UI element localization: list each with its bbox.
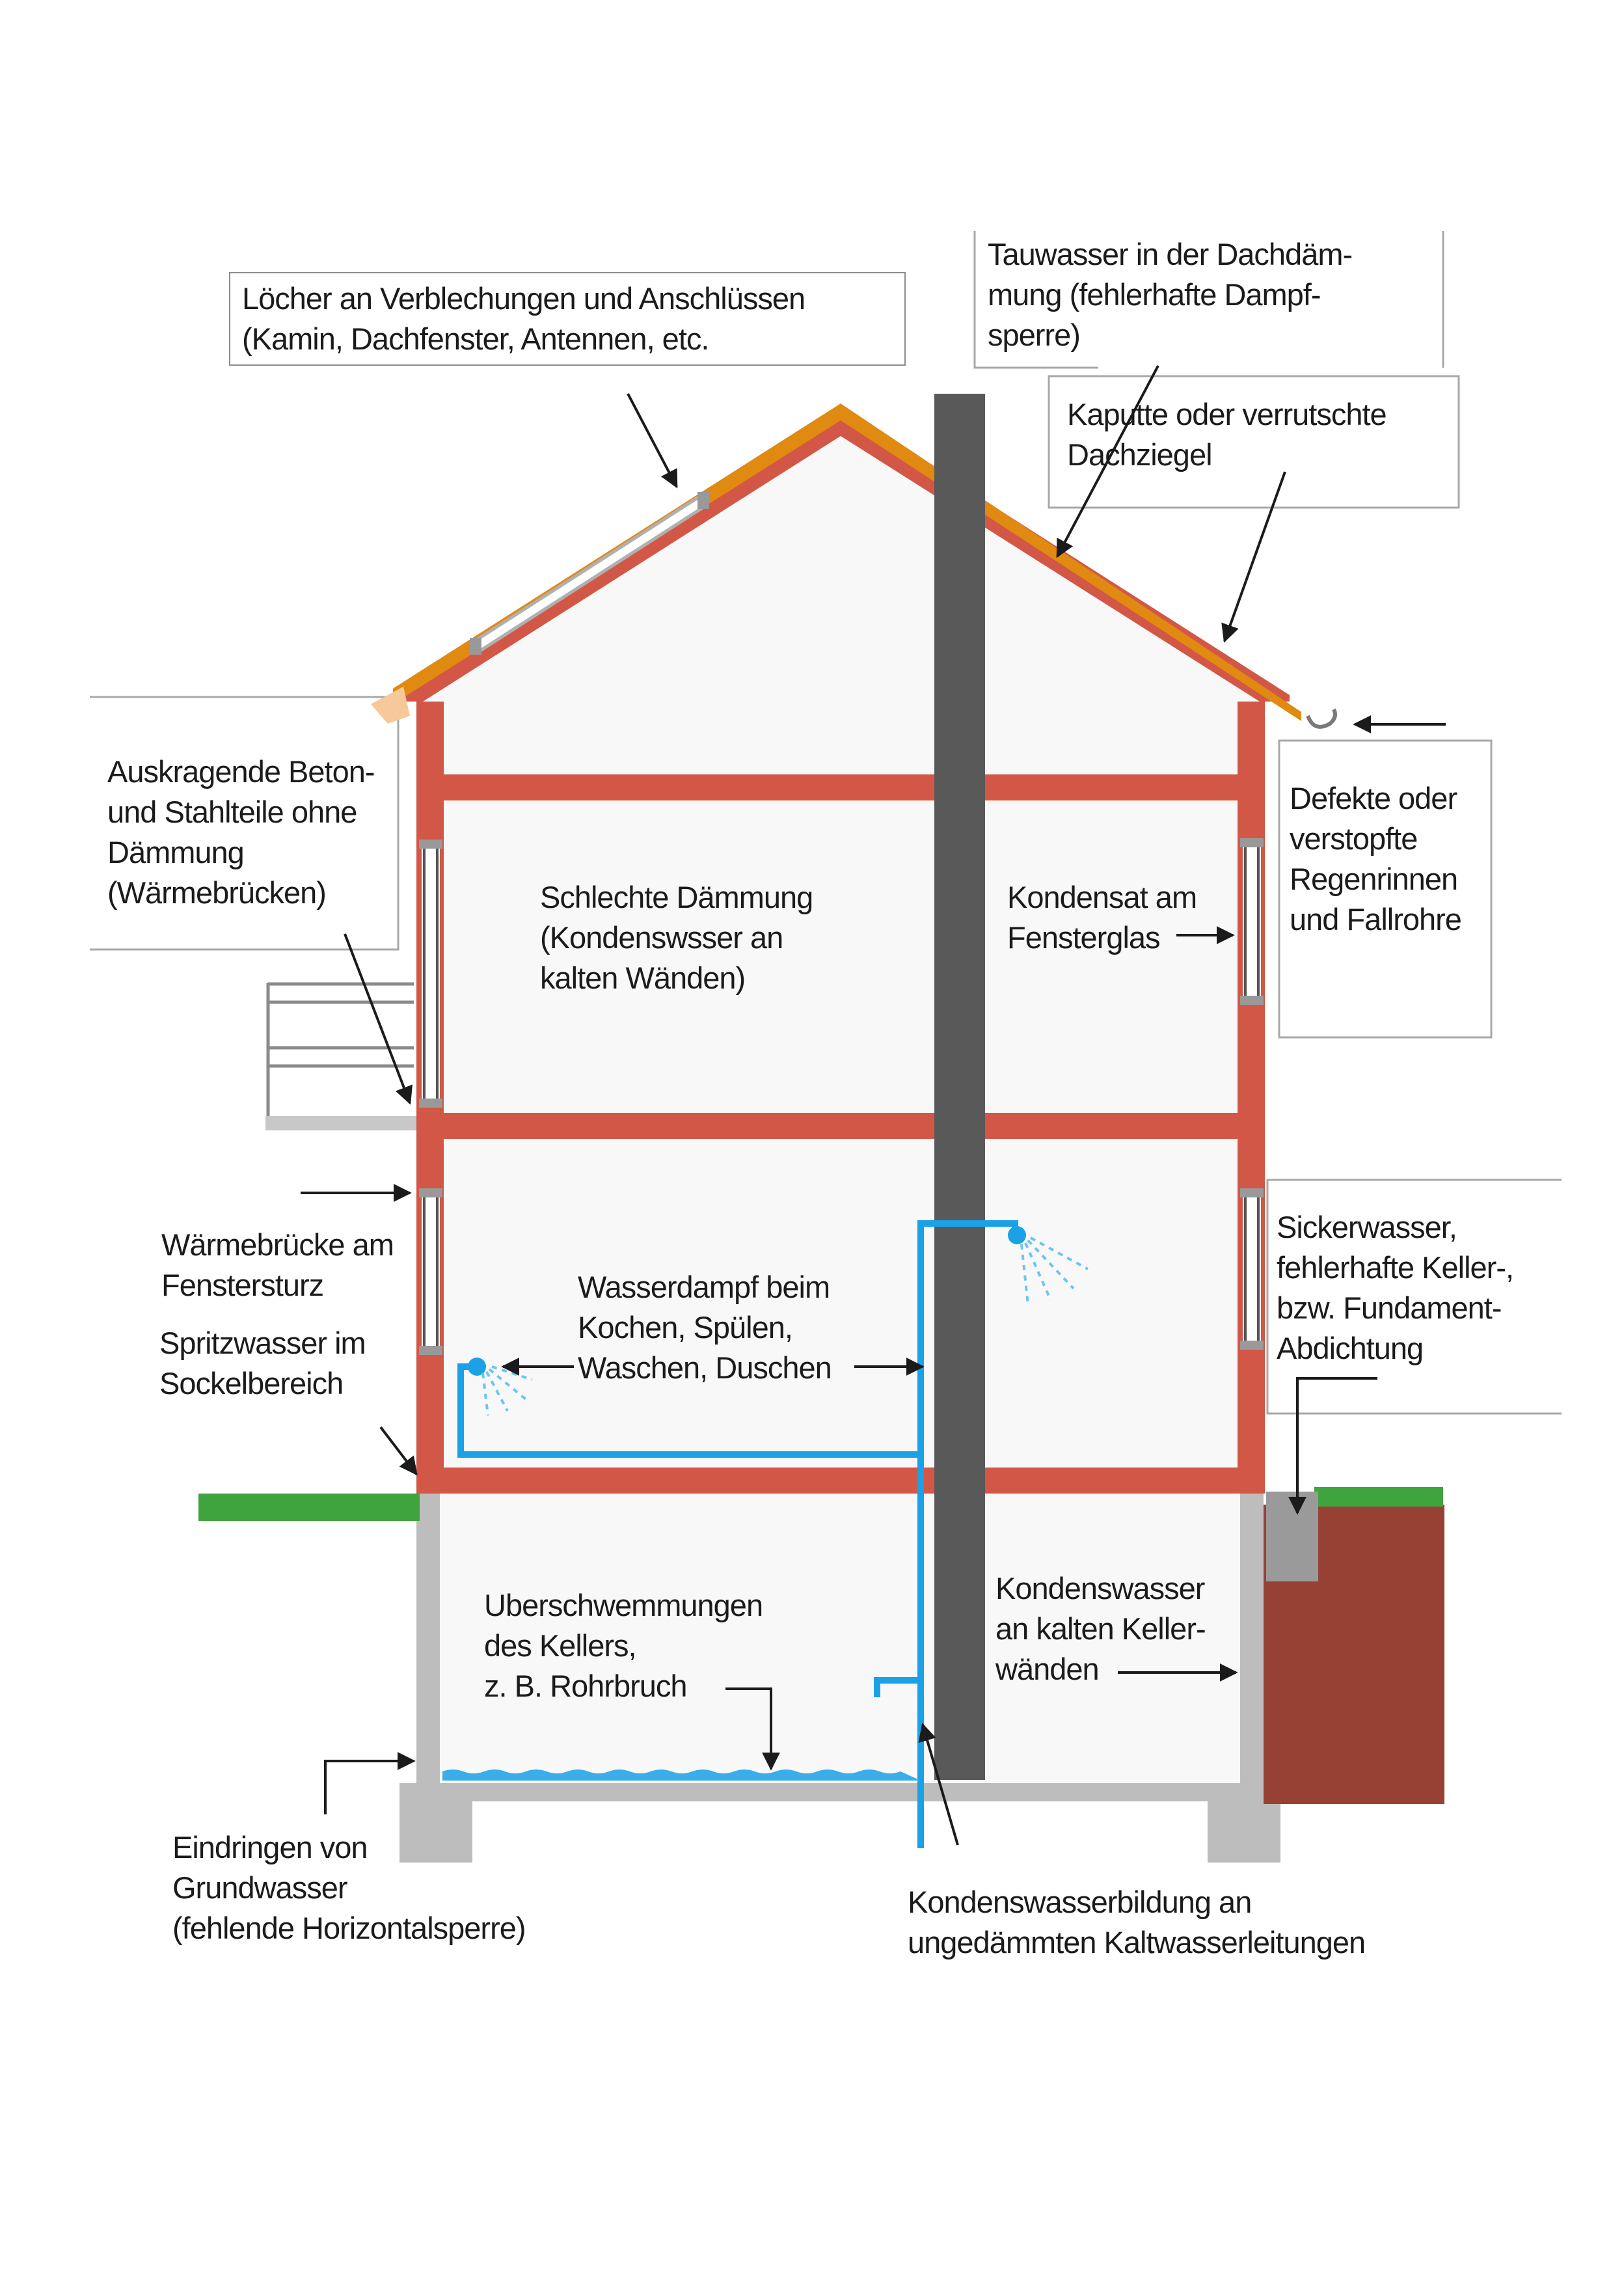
label-leitungen: Kondenswasserbildung an ungedämmten Kalt…	[908, 1885, 1366, 1960]
arrow-grundwasser	[324, 1752, 416, 1814]
grass-right	[1314, 1487, 1443, 1507]
window-left-upper	[419, 840, 442, 1108]
shower-spray	[481, 1236, 1089, 1416]
window-right-upper	[1240, 838, 1264, 1005]
basement-walls	[399, 1487, 1280, 1863]
arrow-spritzwasser	[379, 1426, 418, 1476]
roof-window	[470, 492, 709, 655]
label-grundwasser: Eindringen von Grundwasser (fehlende Hor…	[172, 1830, 526, 1945]
gutter	[1306, 708, 1337, 729]
arrow-auskragende	[344, 933, 413, 1105]
grass-left	[198, 1494, 420, 1521]
label-frames	[90, 375, 1562, 1415]
label-auskragende: Auskragende Beton- und Stahlteile ohne D…	[107, 754, 375, 910]
label-spritzwasser: Spritzwasser im Sockelbereich	[159, 1326, 366, 1400]
roof-overhang	[371, 687, 410, 724]
label-tauwasser: Tauwasser in der Dachdäm- mung (fehlerha…	[988, 237, 1353, 352]
chimney	[934, 394, 985, 1780]
basement-interior	[427, 1487, 1253, 1790]
label-kondenswasser: Kondenswasser an kalten Keller- wänden	[995, 1571, 1206, 1686]
flood-water	[442, 1769, 921, 1781]
label-sickerwasser: Sickerwasser, fehlerhafte Keller-, bzw. …	[1277, 1210, 1514, 1365]
window-right-lower	[1240, 1188, 1264, 1350]
label-wasserdampf: Wasserdampf beim Kochen, Spülen, Waschen…	[578, 1270, 832, 1385]
arrow-kaputte	[1221, 471, 1286, 643]
arrow-ueberschwemmung	[725, 1687, 780, 1771]
label-locher: Löcher an Verblechungen und Anschlüssen …	[229, 272, 906, 366]
window-left-lower	[419, 1188, 442, 1355]
balcony	[265, 982, 416, 1130]
label-schlechte: Schlechte Dämmung (Kondenswsser an kalte…	[540, 880, 813, 995]
arrow-sickerwasser	[1288, 1377, 1377, 1515]
label-kondensat: Kondensat am Fensterglas	[1007, 880, 1197, 955]
label-kaputte: Kaputte oder verrutschte Dachziegel	[1067, 397, 1387, 472]
ground-floor-interior	[423, 1119, 1260, 1487]
waterproofing-step	[1266, 1492, 1318, 1581]
arrow-locher	[627, 393, 678, 489]
arrow-tauwasser	[1056, 365, 1159, 558]
tauwasser-frame	[973, 231, 1444, 369]
shower-heads	[468, 1226, 1026, 1376]
label-waermebruecke: Wärmebrücke am Fenstersturz	[161, 1227, 394, 1302]
arrow-leitungen	[918, 1723, 959, 1846]
label-ueberschwemmung: Uberschwemmungen des Kellers, z. B. Rohr…	[484, 1588, 763, 1703]
pointer-arrows	[301, 365, 1446, 1846]
brick-walls	[390, 409, 1290, 1494]
label-defekte: Defekte oder verstopfte Regenrinnen und …	[1290, 781, 1462, 936]
